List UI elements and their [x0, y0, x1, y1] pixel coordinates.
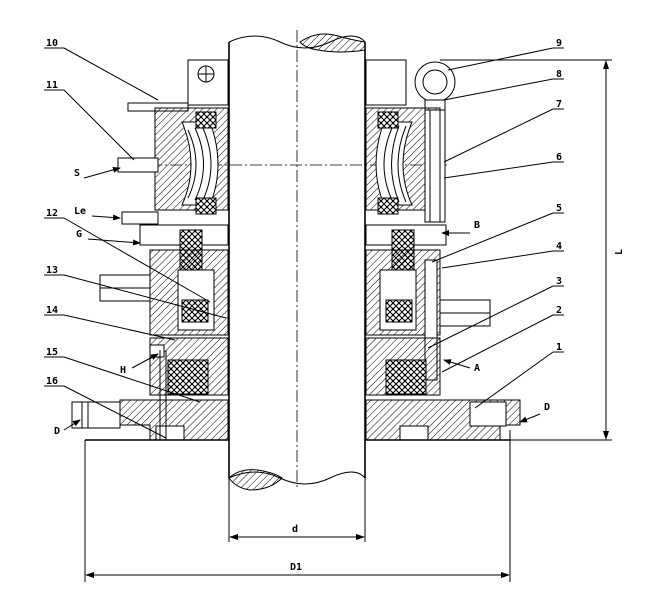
- part-label-9: 9: [447, 38, 564, 71]
- svg-text:D: D: [544, 402, 550, 413]
- part-label-8: 8: [443, 69, 564, 101]
- part-label-6: 6: [443, 152, 564, 179]
- svg-text:2: 2: [556, 305, 562, 316]
- part-label-2: 2: [441, 305, 564, 373]
- svg-text:H: H: [120, 365, 126, 376]
- part-label-15: 15: [44, 347, 201, 403]
- svg-text:16: 16: [46, 376, 58, 387]
- svg-text:10: 10: [46, 38, 58, 49]
- part-label-13: 13: [44, 265, 227, 319]
- svg-text:6: 6: [556, 152, 562, 163]
- dimension-d1: D1: [84, 430, 511, 582]
- seal-left-half: [71, 59, 229, 441]
- part-label-4: 4: [441, 241, 564, 269]
- seal-right-half: [365, 59, 521, 441]
- dimension-d: d: [228, 478, 366, 542]
- svg-text:1: 1: [556, 342, 562, 353]
- port-label-h: H: [120, 353, 159, 376]
- svg-text:9: 9: [556, 38, 562, 49]
- part-label-14: 14: [44, 305, 176, 341]
- svg-text:G: G: [76, 229, 82, 240]
- svg-text:5: 5: [556, 203, 562, 214]
- svg-text:15: 15: [46, 347, 58, 358]
- svg-text:11: 11: [46, 80, 58, 91]
- svg-text:S: S: [74, 168, 80, 179]
- svg-text:d: d: [292, 524, 298, 535]
- port-label-b: B: [441, 220, 480, 236]
- port-label-g: G: [76, 229, 141, 246]
- port-label-d-right: D: [519, 402, 550, 423]
- dimension-l: L: [440, 59, 625, 441]
- part-label-12: 12: [44, 208, 211, 303]
- port-label-d-left: D: [54, 419, 81, 437]
- svg-text:B: B: [474, 220, 480, 231]
- part-label-11: 11: [44, 80, 135, 161]
- svg-text:Le: Le: [74, 206, 86, 217]
- port-label-s: S: [74, 166, 121, 179]
- part-label-1: 1: [474, 342, 564, 409]
- port-label-le: Le: [74, 206, 121, 221]
- port-label-a: A: [443, 359, 480, 374]
- part-label-7: 7: [443, 99, 564, 163]
- svg-text:4: 4: [556, 241, 562, 252]
- svg-text:12: 12: [46, 208, 58, 219]
- svg-text:D: D: [54, 426, 60, 437]
- svg-text:D1: D1: [290, 562, 302, 573]
- svg-text:L: L: [614, 249, 625, 255]
- svg-text:8: 8: [556, 69, 562, 80]
- svg-text:3: 3: [556, 276, 562, 287]
- part-label-16: 16: [44, 376, 167, 439]
- svg-text:14: 14: [46, 305, 58, 316]
- svg-text:7: 7: [556, 99, 562, 110]
- part-label-10: 10: [44, 38, 159, 101]
- shaft: [228, 30, 366, 491]
- svg-text:A: A: [474, 363, 480, 374]
- part-label-3: 3: [427, 276, 564, 349]
- part-label-5: 5: [431, 203, 564, 263]
- svg-text:13: 13: [46, 265, 58, 276]
